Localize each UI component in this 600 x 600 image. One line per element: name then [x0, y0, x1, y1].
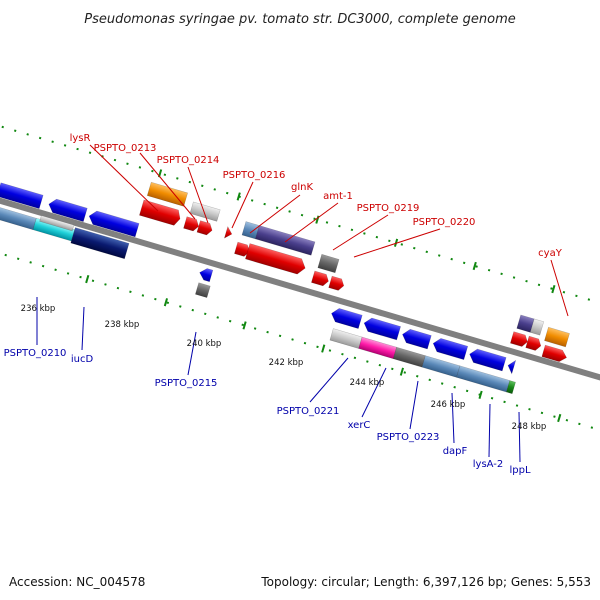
gene-amt-1 — [245, 243, 306, 275]
gene-PSPTO_0215-blue — [199, 268, 214, 283]
gene-label-PSPTO_0223: PSPTO_0223 — [377, 432, 440, 443]
tick — [472, 261, 477, 271]
scale-label: 242 kbp — [269, 358, 304, 368]
gene-label-PSPTO_0215: PSPTO_0215 — [155, 378, 218, 389]
map-title: Pseudomonas syringae pv. tomato str. DC3… — [84, 12, 516, 27]
gene-label-PSPTO_0220: PSPTO_0220 — [413, 217, 476, 228]
gene-label-lysA-2: lysA-2 — [473, 459, 504, 470]
tick — [315, 215, 320, 224]
leader-iucD — [81, 306, 85, 351]
leader-PSPTO_0220 — [353, 228, 441, 258]
tick — [236, 192, 241, 201]
gene-blue-2 — [48, 198, 88, 222]
gene-label-PSPTO_0210: PSPTO_0210 — [4, 348, 67, 359]
gene-blue-3 — [88, 210, 140, 238]
gene-PSPTO_0215-gray — [195, 282, 211, 298]
gene-lysR — [139, 199, 181, 226]
gene-label-lppL: lppL — [509, 465, 530, 476]
genome-backbone — [0, 168, 600, 418]
gene-PSPTO_0223 — [392, 346, 426, 368]
gene-darkgray-upper — [317, 253, 340, 274]
gene-cyaY — [510, 331, 528, 347]
gene-blue-4 — [331, 308, 363, 329]
scale-label: 238 kbp — [105, 320, 140, 330]
gene-PSPTO_0214 — [196, 220, 213, 236]
leader-PSPTO_0219 — [332, 214, 389, 251]
gene-label-amt-1: amt-1 — [323, 191, 353, 202]
accession-text: Accession: NC_004578 — [9, 575, 145, 589]
gene-glnK — [255, 225, 316, 256]
gene-dapF — [421, 355, 461, 378]
genome-stats-text: Topology: circular; Length: 6,397,126 bp… — [260, 575, 591, 589]
tick — [399, 367, 404, 376]
gene-small-red — [223, 225, 233, 239]
gene-blue-8 — [469, 348, 507, 372]
lower-label-leaders — [36, 297, 521, 463]
tick — [242, 321, 247, 330]
leader-PSPTO_0223 — [409, 380, 419, 430]
gene-label-PSPTO_0213: PSPTO_0213 — [94, 143, 157, 154]
tick — [557, 413, 562, 423]
gene-label-PSPTO_0214: PSPTO_0214 — [157, 155, 220, 166]
gene-blue-5 — [363, 317, 401, 341]
gene-label-cyaY: cyaY — [538, 248, 563, 259]
tick — [551, 284, 556, 294]
tick — [85, 274, 90, 284]
gene-red-far-right — [541, 344, 567, 362]
scale-labels: 236 kbp 238 kbp 240 kbp 242 kbp 244 kbp … — [21, 304, 547, 432]
leader-PSPTO_0214 — [187, 166, 209, 224]
gene-iucD — [70, 227, 130, 260]
gene-blue-7 — [432, 338, 469, 360]
leader-lysR — [89, 144, 159, 212]
scale-label: 246 kbp — [431, 400, 466, 410]
tick — [321, 344, 326, 353]
gene-red-right — [525, 335, 542, 351]
scale-label: 236 kbp — [21, 304, 56, 314]
gene-label-PSPTO_0216: PSPTO_0216 — [223, 170, 286, 181]
gene-xerC — [358, 336, 397, 360]
leader-PSPTO_0221 — [309, 357, 349, 403]
gene-lightgray-lower — [39, 215, 75, 232]
gene-blue-tip — [507, 359, 517, 375]
gene-PSPTO_0219 — [311, 270, 329, 287]
gene-label-iucD: iucD — [71, 354, 94, 365]
scale-label: 248 kbp — [512, 422, 547, 432]
genome-track — [0, 107, 600, 458]
leader-PSPTO_0213 — [139, 152, 196, 220]
leader-PSPTO_0215 — [187, 331, 197, 376]
reverse-strand-features — [0, 182, 517, 395]
gene-blue-6 — [402, 329, 432, 350]
leader-dapF — [451, 392, 455, 444]
leader-lysA-2 — [488, 403, 491, 458]
gene-lightgray-upper — [189, 201, 221, 222]
leader-lppL — [518, 411, 521, 463]
leader-glnK — [249, 194, 301, 234]
tick — [163, 298, 169, 307]
gene-label-PSPTO_0221: PSPTO_0221 — [277, 406, 340, 417]
leader-cyaY — [550, 259, 569, 317]
leader-PSPTO_0216 — [231, 181, 254, 229]
gene-PSPTO_0221 — [329, 328, 363, 349]
upper-gene-labels: lysR PSPTO_0213 PSPTO_0214 PSPTO_0216 gl… — [70, 133, 563, 259]
leader-amt-1 — [284, 202, 339, 243]
forward-strand-features — [139, 181, 570, 362]
gene-label-PSPTO_0219: PSPTO_0219 — [357, 203, 420, 214]
leader-xerC — [361, 367, 387, 418]
gene-lppL — [506, 380, 516, 395]
gene-PSPTO_0220 — [328, 275, 345, 291]
tick — [478, 390, 483, 399]
gene-orange-right — [544, 326, 570, 348]
upper-label-leaders — [89, 144, 569, 317]
lower-gene-labels: PSPTO_0210 iucD PSPTO_0215 PSPTO_0221 xe… — [4, 348, 531, 476]
gene-label-glnK: glnK — [291, 182, 313, 193]
scale-label: 240 kbp — [187, 339, 222, 349]
gene-label-lysR: lysR — [70, 133, 91, 144]
gene-label-dapF: dapF — [443, 446, 468, 457]
gene-blue-1 — [0, 182, 44, 209]
gene-label-xerC: xerC — [348, 420, 371, 431]
scale-label: 244 kbp — [350, 378, 385, 388]
gene-lightgray-right — [529, 318, 545, 336]
